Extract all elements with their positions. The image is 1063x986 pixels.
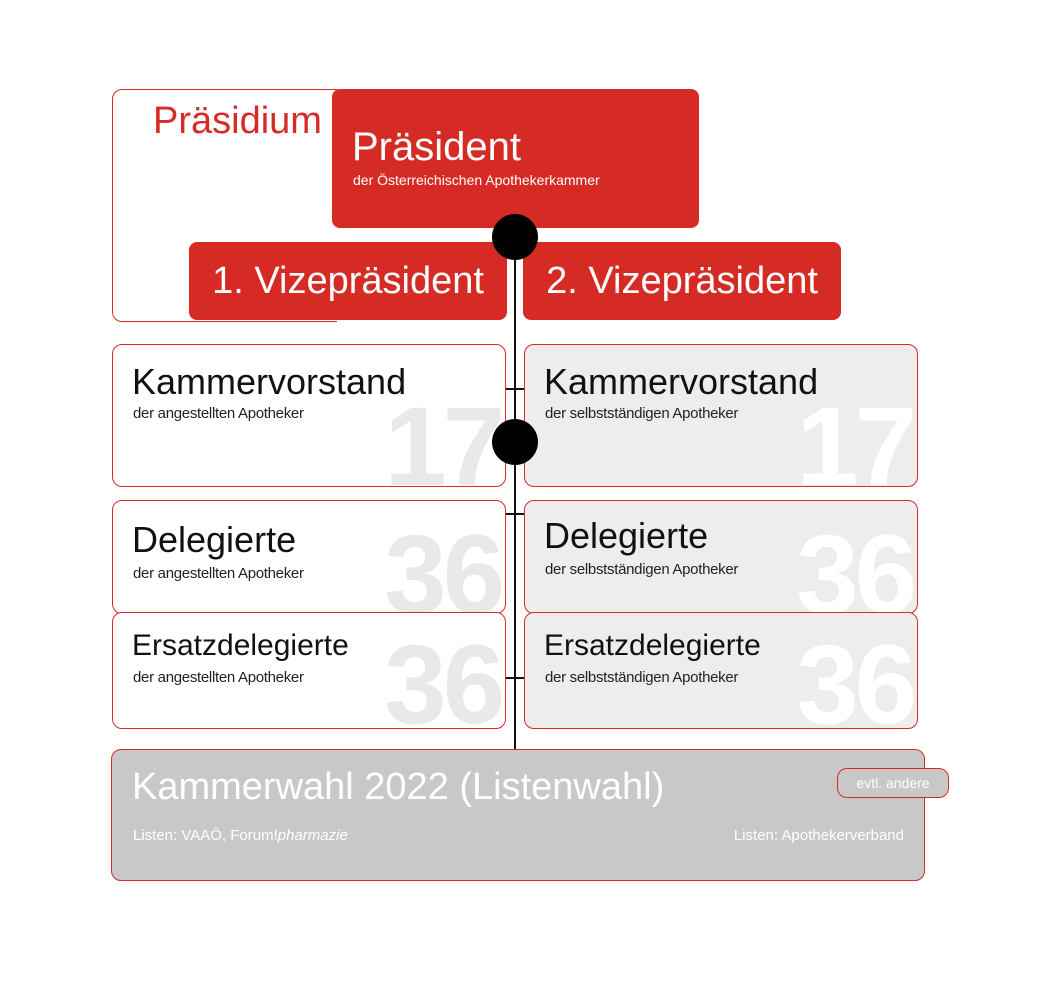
panel-title: Delegierte — [544, 515, 709, 556]
election-lists-right: Listen: Apothekerverband — [733, 827, 904, 844]
kammervorstand-angestellte-box: 17 Kammervorstand der angestellten Apoth… — [112, 344, 506, 487]
panel-subtitle: der angestellten Apotheker — [133, 565, 304, 582]
panel-subtitle: der selbstständigen Apotheker — [545, 405, 739, 422]
panel-title: Kammervorstand — [132, 361, 407, 402]
seat-count: 17 — [384, 384, 505, 487]
delegierte-angestellte-box: 36 Delegierte der angestellten Apotheker — [112, 500, 506, 614]
president-subtitle: der Österreichischen Apothekerkammer — [353, 172, 600, 188]
election-lists-left-text: Listen: VAAÖ, Forum! — [133, 827, 278, 844]
election-lists-left: Listen: VAAÖ, Forum!pharmazie — [133, 827, 348, 844]
seat-count: 36 — [796, 512, 917, 614]
president-title: Präsident — [352, 125, 521, 169]
panel-title: Delegierte — [132, 519, 297, 560]
panel-subtitle: der selbstständigen Apotheker — [545, 669, 739, 686]
seat-count: 17 — [796, 384, 917, 487]
election-box: Kammerwahl 2022 (Listenwahl) Listen: VAA… — [111, 749, 925, 881]
election-title: Kammerwahl 2022 (Listenwahl) — [132, 766, 665, 808]
connector-dot — [492, 419, 538, 465]
kammervorstand-selbststaendige-box: 17 Kammervorstand der selbstständigen Ap… — [524, 344, 918, 487]
vice-president-2-box: 2. Vizepräsident — [523, 242, 841, 320]
panel-title: Ersatzdelegierte — [132, 629, 349, 662]
ersatzdelegierte-angestellte-box: 36 Ersatzdelegierte der angestellten Apo… — [112, 612, 506, 729]
election-lists-left-italic: pharmazie — [277, 827, 348, 844]
praesidium-label: Präsidium — [153, 100, 322, 142]
connector-spine — [514, 236, 516, 750]
panel-subtitle: der selbstständigen Apotheker — [545, 561, 739, 578]
connector-tick — [506, 677, 524, 679]
vice-president-1-label: 1. Vizepräsident — [212, 259, 484, 302]
connector-tick — [506, 388, 524, 390]
connector-tick — [506, 513, 524, 515]
vice-president-2-label: 2. Vizepräsident — [546, 259, 818, 302]
ersatzdelegierte-selbststaendige-box: 36 Ersatzdelegierte der selbstständigen … — [524, 612, 918, 729]
evtl-andere-badge: evtl. andere — [837, 768, 949, 798]
panel-subtitle: der angestellten Apotheker — [133, 669, 304, 686]
connector-dot — [492, 214, 538, 260]
panel-title: Kammervorstand — [544, 361, 819, 402]
seat-count: 36 — [796, 622, 917, 729]
vice-president-1-box: 1. Vizepräsident — [189, 242, 507, 320]
panel-subtitle: der angestellten Apotheker — [133, 405, 304, 422]
president-box: Präsident der Österreichischen Apotheker… — [332, 89, 699, 228]
seat-count: 36 — [384, 512, 505, 614]
evtl-andere-label: evtl. andere — [856, 775, 930, 791]
seat-count: 36 — [384, 622, 505, 729]
delegierte-selbststaendige-box: 36 Delegierte der selbstständigen Apothe… — [524, 500, 918, 614]
panel-title: Ersatzdelegierte — [544, 629, 761, 662]
